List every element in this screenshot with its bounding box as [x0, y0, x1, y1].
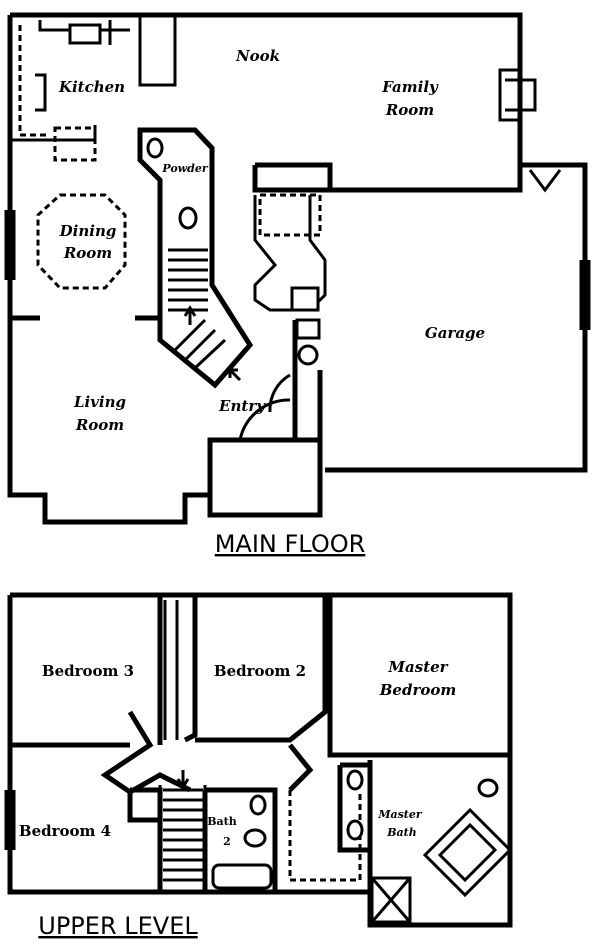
- master-sink-1: [346, 769, 364, 791]
- entry-arrow: [228, 368, 242, 382]
- powder-wall: [137, 127, 254, 389]
- powder-sink: [146, 137, 164, 159]
- room-label-bedroom3: Bedroom 3: [42, 662, 134, 680]
- master-tub: [422, 807, 513, 898]
- entry-closet: [295, 318, 321, 340]
- linen-closet: [127, 787, 163, 892]
- window-bedroom4: [4, 790, 16, 850]
- bath2-toilet: [243, 828, 267, 848]
- washer: [290, 286, 320, 312]
- room-label-family-2: Room: [385, 101, 434, 119]
- room-label-bedroom4: Bedroom 4: [19, 822, 111, 840]
- room-label-nook: Nook: [235, 47, 280, 65]
- master-sink-2: [346, 819, 364, 841]
- room-label-dining: Dining: [59, 222, 117, 240]
- room-label-entry: Entry: [218, 397, 266, 415]
- pantry: [258, 193, 322, 237]
- bath2-sink: [249, 794, 267, 816]
- room-label-family: Family: [381, 78, 439, 96]
- room-label-bath2-number: 2: [223, 835, 231, 848]
- room-label-bedroom2: Bedroom 2: [214, 662, 306, 680]
- closet-dashed: [163, 600, 179, 740]
- room-label-dining-2: Room: [63, 244, 112, 262]
- main-stairs: [168, 248, 227, 370]
- main-floor-plan: Nook Kitchen Family Room Powder Dining R…: [4, 12, 591, 558]
- room-label-master: Master: [387, 658, 448, 676]
- stair-down-arrow: [176, 770, 190, 790]
- master-shower: [370, 876, 412, 924]
- room-label-powder: Powder: [161, 162, 208, 175]
- stair-up-arrow: [183, 305, 197, 325]
- room-label-living-2: Room: [75, 416, 124, 434]
- room-label-kitchen: Kitchen: [58, 78, 125, 96]
- master-toilet: [477, 778, 499, 798]
- entry-door-swing: [238, 373, 291, 441]
- upper-stairs: [158, 785, 207, 892]
- entry-wall: [207, 437, 323, 518]
- laundry: [253, 195, 327, 312]
- stove: [68, 23, 102, 45]
- bedroom-walls: [10, 595, 510, 795]
- room-label-living: Living: [73, 393, 126, 411]
- room-label-bath2: Bath: [207, 815, 237, 828]
- interior-wall-family: [252, 162, 333, 193]
- window-left: [4, 210, 16, 280]
- bath2-tub: [211, 863, 273, 890]
- powder-toilet: [178, 206, 198, 230]
- room-label-master-2: Bedroom: [379, 681, 457, 699]
- upper-level-outline: [7, 592, 513, 928]
- upper-level-plan: Bedroom 3 Bedroom 2 Master Bedroom Bedro…: [4, 592, 513, 940]
- master-bath-walls: [337, 762, 370, 853]
- upper-level-title: UPPER LEVEL: [38, 912, 198, 940]
- bath2-walls: [202, 787, 278, 892]
- main-floor-outline: [7, 12, 588, 525]
- room-label-master-bath-2: Bath: [386, 826, 417, 839]
- garage-door-swing: [528, 169, 562, 193]
- kitchen-counter-dashed: [18, 25, 50, 137]
- window-right-garage: [579, 260, 591, 330]
- water-heater: [297, 344, 319, 366]
- kitchen-island: [53, 126, 97, 162]
- room-label-master-bath: Master: [377, 808, 423, 821]
- main-floor-title: MAIN FLOOR: [215, 530, 366, 558]
- room-label-garage: Garage: [425, 324, 485, 342]
- fireplace: [498, 68, 537, 122]
- entry-closet-wall: [292, 320, 323, 515]
- dining-table: [36, 193, 127, 290]
